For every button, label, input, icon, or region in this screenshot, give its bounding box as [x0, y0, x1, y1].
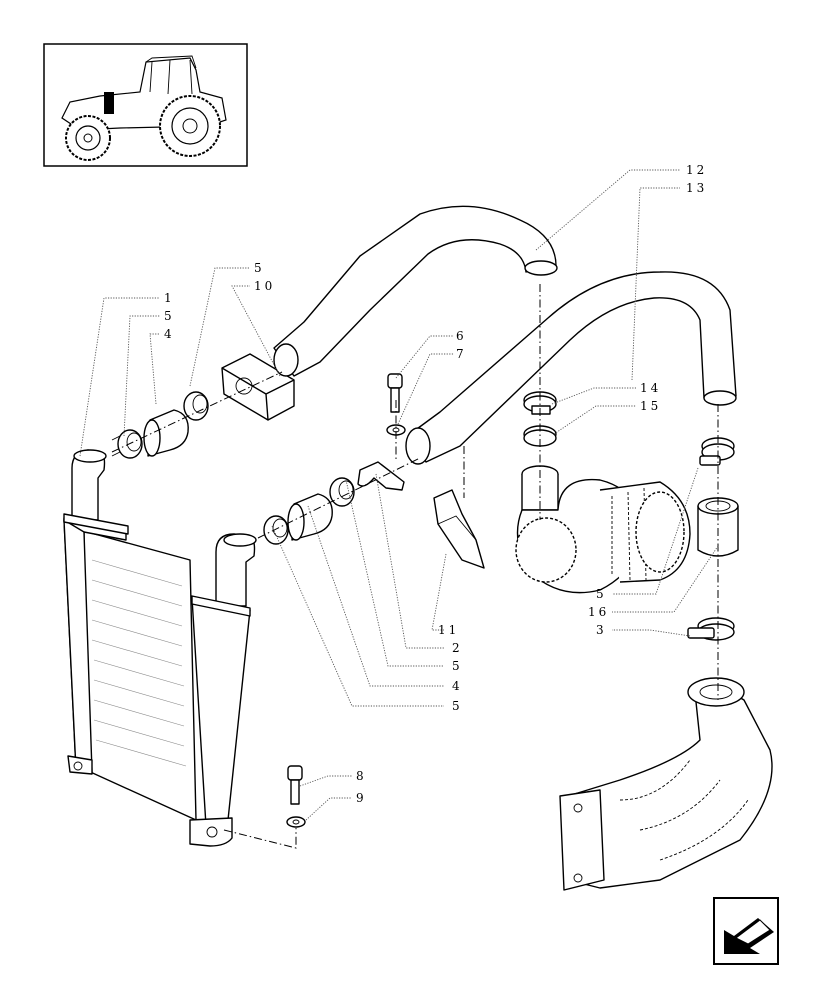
callout-14: 14: [640, 381, 661, 395]
mounting-bracket-10: [221, 353, 295, 421]
washer-7: [386, 424, 406, 436]
intercooler: [63, 449, 257, 847]
callout-8: 8: [356, 769, 367, 783]
callout-4: 4: [452, 679, 463, 693]
callout-10: 10: [254, 279, 275, 293]
hose-clamp-upper-right: [183, 391, 209, 421]
bolt-8: [287, 765, 303, 805]
hose-clamp-lower-1: [263, 515, 289, 545]
callout-1: 1: [164, 291, 175, 305]
callout-13: 13: [686, 181, 707, 195]
air-pipe-12: [273, 205, 558, 377]
callout-5: 5: [254, 261, 265, 275]
callout-11: 11: [438, 623, 459, 637]
callout-6: 6: [456, 329, 467, 343]
callout-12: 12: [686, 163, 707, 177]
washer-9: [286, 816, 306, 828]
tractor-thumbnail-icon: [43, 43, 248, 167]
leader-lines: [79, 169, 719, 821]
bracket-11: [433, 489, 485, 569]
callout-9: 9: [356, 791, 367, 805]
assembly-center-lines: [111, 284, 719, 849]
callout-labels: 12 13 5 10 1 5 4 6 7 14 15 5 16 3 11 2 5…: [164, 163, 707, 805]
seal-ring-15: [523, 425, 557, 447]
rubber-sleeve-upper: [143, 409, 189, 457]
callout-7: 7: [456, 347, 467, 361]
hose-clamp-5-right: [699, 437, 735, 466]
callout-16: 16: [588, 605, 609, 619]
callout-5: 5: [164, 309, 175, 323]
callout-15: 15: [640, 399, 661, 413]
hose-clamp-lower-2: [329, 477, 355, 507]
callout-5: 5: [596, 587, 607, 601]
rubber-sleeve-lower: [287, 493, 333, 541]
callout-2: 2: [452, 641, 463, 655]
bolt-6: [387, 373, 403, 413]
bracket-2: [357, 461, 405, 491]
hose-clamp-3: [687, 617, 735, 641]
previous-page-arrow-icon[interactable]: [713, 897, 779, 965]
callout-3: 3: [596, 623, 607, 637]
air-pipe-13: [405, 271, 737, 465]
exhaust-elbow: [559, 677, 773, 891]
callout-5: 5: [452, 659, 463, 673]
turbocharger: [515, 465, 691, 594]
callout-4: 4: [164, 327, 175, 341]
hose-clamp-upper-left: [111, 429, 143, 459]
callout-5: 5: [452, 699, 463, 713]
